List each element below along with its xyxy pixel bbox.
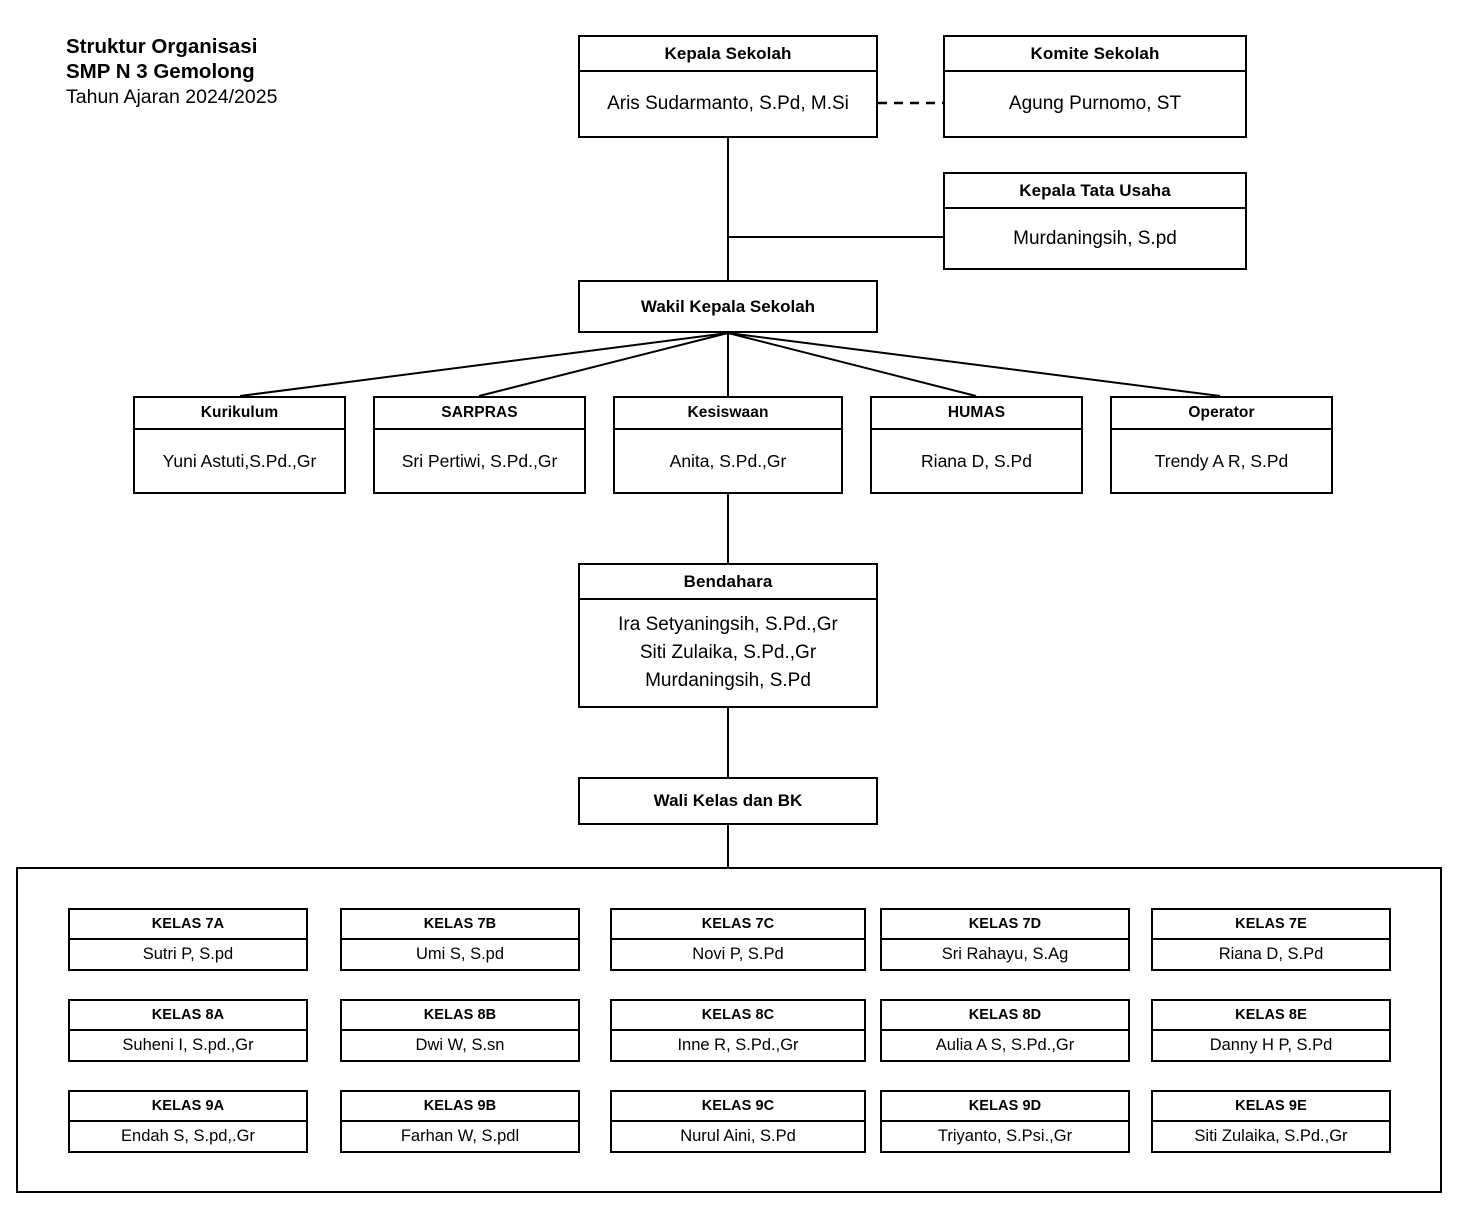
node-wakil-kepala-sekolah[interactable]: Wakil Kepala Sekolah [578,280,878,333]
chart-title-block: Struktur Organisasi SMP N 3 Gemolong Tah… [66,34,277,110]
node-humas-role: HUMAS [872,398,1081,430]
class-box-7d-role: KELAS 7D [882,910,1128,940]
edge-wakil-to-operator [727,332,1221,397]
class-box-8e-name: Danny H P, S.Pd [1209,1036,1333,1054]
class-box-9a-role: KELAS 9A [70,1092,306,1122]
node-komite-sekolah-name: Agung Purnomo, ST [1008,93,1182,114]
node-operator-name: Trendy A R, S.Pd [1154,451,1289,471]
class-box-9a-name: Endah S, S.pd,.Gr [121,1127,255,1145]
node-bendahara[interactable]: Bendahara Ira Setyaningsih, S.Pd.,Gr Sit… [578,563,878,708]
class-box-7b-name: Umi S, S.pd [415,945,505,963]
class-box-7c[interactable]: KELAS 7C Novi P, S.Pd [610,908,866,971]
node-kesiswaan[interactable]: Kesiswaan Anita, S.Pd.,Gr [613,396,843,494]
bendahara-name-3: Murdaningsih, S.Pd [645,670,811,691]
class-box-8a[interactable]: KELAS 8A Suheni I, S.pd.,Gr [68,999,308,1062]
node-humas[interactable]: HUMAS Riana D, S.Pd [870,396,1083,494]
class-box-8e-role: KELAS 8E [1153,1001,1389,1031]
node-sarpras[interactable]: SARPRAS Sri Pertiwi, S.Pd.,Gr [373,396,586,494]
class-box-8b-role: KELAS 8B [342,1001,578,1031]
class-box-8e[interactable]: KELAS 8E Danny H P, S.Pd [1151,999,1391,1062]
class-box-9e-role: KELAS 9E [1153,1092,1389,1122]
node-sarpras-role: SARPRAS [375,398,584,430]
bendahara-name-1: Ira Setyaningsih, S.Pd.,Gr [618,614,838,635]
class-box-9b-role: KELAS 9B [342,1092,578,1122]
node-kepala-tata-usaha-role: Kepala Tata Usaha [945,174,1245,209]
node-bendahara-role: Bendahara [580,565,876,600]
class-box-9b-name: Farhan W, S.pdl [400,1127,520,1145]
class-group-container: KELAS 7A Sutri P, S.pd KELAS 7B Umi S, S… [16,867,1442,1193]
class-box-7e[interactable]: KELAS 7E Riana D, S.Pd [1151,908,1391,971]
class-box-8d-role: KELAS 8D [882,1001,1128,1031]
node-kurikulum[interactable]: Kurikulum Yuni Astuti,S.Pd.,Gr [133,396,346,494]
node-wakil-kepala-sekolah-role: Wakil Kepala Sekolah [640,296,816,316]
node-kepala-tata-usaha[interactable]: Kepala Tata Usaha Murdaningsih, S.pd [943,172,1247,270]
class-box-8a-name: Suheni I, S.pd.,Gr [122,1036,254,1054]
class-box-8c[interactable]: KELAS 8C Inne R, S.Pd.,Gr [610,999,866,1062]
edge-wakil-to-kurikulum [239,332,729,397]
class-box-7a-role: KELAS 7A [70,910,306,940]
class-box-7c-name: Novi P, S.Pd [692,945,784,963]
node-wali-kelas-dan-bk-role: Wali Kelas dan BK [653,791,803,810]
node-komite-sekolah-role: Komite Sekolah [945,37,1245,72]
class-box-8c-role: KELAS 8C [612,1001,864,1031]
class-box-7d-name: Sri Rahayu, S.Ag [941,945,1069,963]
node-humas-name: Riana D, S.Pd [921,451,1032,471]
class-box-9e-name: Siti Zulaika, S.Pd.,Gr [1194,1127,1348,1145]
class-box-9c[interactable]: KELAS 9C Nurul Aini, S.Pd [610,1090,866,1153]
class-box-7d[interactable]: KELAS 7D Sri Rahayu, S.Ag [880,908,1130,971]
class-box-9a[interactable]: KELAS 9A Endah S, S.pd,.Gr [68,1090,308,1153]
class-box-7c-role: KELAS 7C [612,910,864,940]
node-sarpras-name: Sri Pertiwi, S.Pd.,Gr [401,451,558,471]
class-box-8d[interactable]: KELAS 8D Aulia A S, S.Pd.,Gr [880,999,1130,1062]
class-box-7e-name: Riana D, S.Pd [1218,945,1324,963]
class-box-8b-name: Dwi W, S.sn [415,1036,505,1054]
node-kepala-sekolah[interactable]: Kepala Sekolah Aris Sudarmanto, S.Pd, M.… [578,35,878,138]
class-box-9e[interactable]: KELAS 9E Siti Zulaika, S.Pd.,Gr [1151,1090,1391,1153]
node-kepala-sekolah-role: Kepala Sekolah [580,37,876,72]
class-box-8a-role: KELAS 8A [70,1001,306,1031]
class-box-7e-role: KELAS 7E [1153,910,1389,940]
node-kesiswaan-name: Anita, S.Pd.,Gr [669,451,787,471]
class-box-7a[interactable]: KELAS 7A Sutri P, S.pd [68,908,308,971]
class-box-9d-role: KELAS 9D [882,1092,1128,1122]
class-box-7a-name: Sutri P, S.pd [142,945,234,963]
node-operator-role: Operator [1112,398,1331,430]
node-kesiswaan-role: Kesiswaan [615,398,841,430]
class-box-7b-role: KELAS 7B [342,910,578,940]
title-line-3: Tahun Ajaran 2024/2025 [66,86,278,108]
class-box-8c-name: Inne R, S.Pd.,Gr [677,1036,799,1054]
bendahara-name-2: Siti Zulaika, S.Pd.,Gr [639,642,817,663]
class-box-7b[interactable]: KELAS 7B Umi S, S.pd [340,908,580,971]
node-operator[interactable]: Operator Trendy A R, S.Pd [1110,396,1333,494]
class-box-9c-role: KELAS 9C [612,1092,864,1122]
node-bendahara-names: Ira Setyaningsih, S.Pd.,Gr Siti Zulaika,… [580,600,876,706]
class-box-9b[interactable]: KELAS 9B Farhan W, S.pdl [340,1090,580,1153]
edge-wakil-to-sarpras [478,332,729,397]
node-wali-kelas-dan-bk[interactable]: Wali Kelas dan BK [578,777,878,825]
class-box-8d-name: Aulia A S, S.Pd.,Gr [935,1036,1075,1054]
title-line-2: SMP N 3 Gemolong [66,60,255,83]
class-box-9d[interactable]: KELAS 9D Triyanto, S.Psi.,Gr [880,1090,1130,1153]
node-kepala-tata-usaha-name: Murdaningsih, S.pd [1013,227,1177,249]
node-kurikulum-name: Yuni Astuti,S.Pd.,Gr [162,451,317,471]
node-komite-sekolah[interactable]: Komite Sekolah Agung Purnomo, ST [943,35,1247,138]
node-kurikulum-role: Kurikulum [135,398,344,430]
class-box-9d-name: Triyanto, S.Psi.,Gr [937,1127,1073,1145]
node-kepala-sekolah-name: Aris Sudarmanto, S.Pd, M.Si [607,93,849,114]
edge-wakil-to-humas [727,332,977,397]
class-box-8b[interactable]: KELAS 8B Dwi W, S.sn [340,999,580,1062]
title-line-1: Struktur Organisasi [66,35,258,58]
class-box-9c-name: Nurul Aini, S.Pd [680,1127,796,1145]
